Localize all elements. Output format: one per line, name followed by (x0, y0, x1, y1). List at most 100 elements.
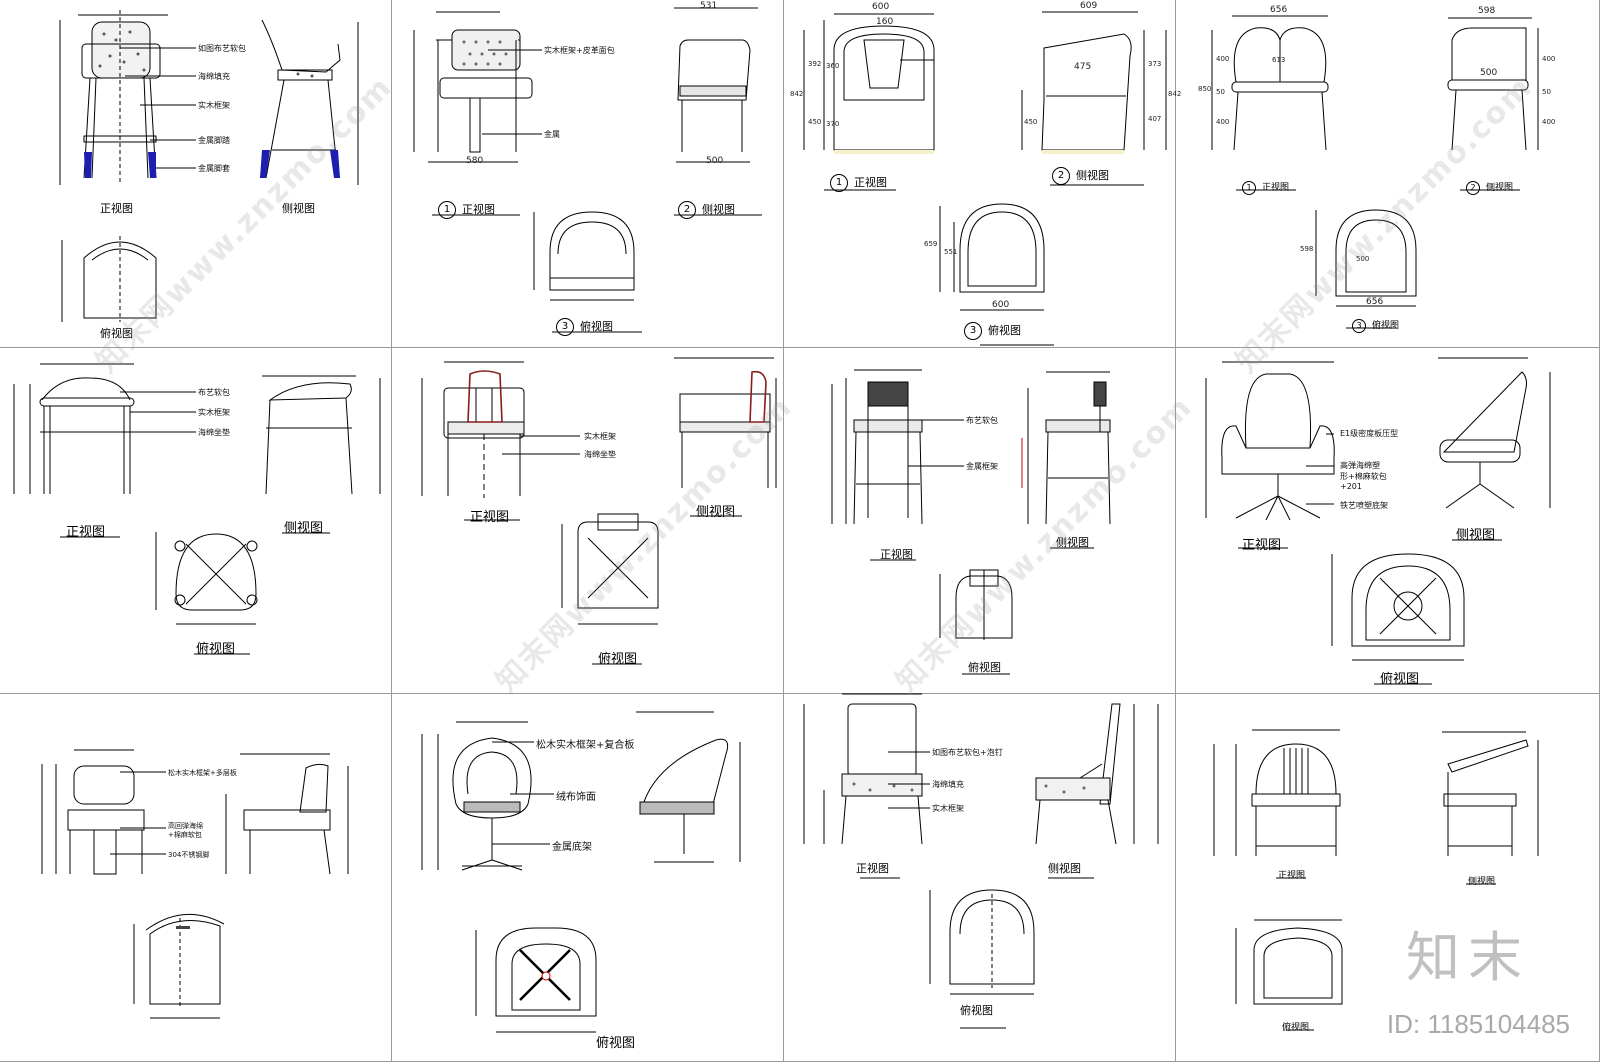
note: 松木实木框架+复合板 (536, 740, 635, 751)
dimension: 50 (1542, 88, 1551, 96)
view-label-top: 俯视图 (596, 1036, 636, 1051)
dimension: 842 (790, 90, 804, 98)
chair-10-drawing (421, 711, 741, 1033)
note: 绒布饰面 (556, 792, 596, 803)
view-label-side: 侧视图 (696, 505, 736, 520)
asset-id: ID: 1185104485 (1386, 1009, 1570, 1039)
view-label-side: 侧视图 (1056, 536, 1089, 549)
view-index: 2 (1466, 180, 1480, 195)
note: 海绵坐垫 (198, 428, 230, 437)
dimension: 656 (1366, 297, 1384, 307)
dimension: 450 (808, 118, 822, 126)
view-index: 3 (556, 318, 574, 336)
chair-cell-4: 656 613 598 500 850 400 50 400 400 50 40… (1176, 0, 1600, 348)
view-label-front: 正视图 (470, 510, 510, 525)
view-label-front: 正视图 (100, 202, 133, 215)
dimension: 500 (1356, 255, 1370, 263)
note: 实木框架 (198, 408, 230, 417)
view-label-side: 侧视图 (1468, 877, 1496, 887)
chair-12-drawing (1213, 729, 1539, 1031)
dimension: 475 (1074, 62, 1092, 72)
chair-cell-10: 松木实木框架+复合板 绒布饰面 金属底架 (392, 694, 784, 1062)
chair-2-drawing (413, 7, 762, 333)
view-label-front: 正视图 (1278, 871, 1306, 881)
note: +201 (1340, 482, 1362, 491)
dimension: 659 (924, 240, 938, 248)
dimension: 598 (1478, 6, 1496, 16)
note: 布艺软包 (198, 388, 230, 397)
chair-cell-6: 实木框架 海绵坐垫 正视图 侧视图 俯视图 (392, 348, 784, 694)
view-index: 2 (678, 201, 696, 219)
note: 海绵填充 (932, 780, 964, 789)
chair-cell-9: 松木实木框架+多层板 高回弹海绵 +棉麻软包 304不锈钢脚 (0, 694, 392, 1062)
view-label-front: 正视图 (1242, 538, 1282, 553)
chair-9-drawing (41, 749, 349, 1019)
note: 布艺软包 (966, 416, 998, 425)
view-index: 3 (964, 322, 982, 340)
note: 铁艺喷塑底架 (1340, 501, 1388, 510)
note: 高回弹海绵 (168, 822, 203, 830)
view-label-top: 俯视图 (196, 642, 236, 657)
dimension: 407 (1148, 115, 1162, 123)
note: 实木框架+皮革面包 (544, 46, 615, 55)
note: 金属 (544, 130, 560, 139)
note: 如图布艺软包+泡钉 (932, 748, 1003, 757)
dimension: 613 (1272, 56, 1286, 64)
dimension: 850 (1198, 85, 1212, 93)
dimension: 360 (826, 62, 840, 70)
view-label-front: 正视图 (66, 525, 106, 540)
note: 金属脚踏 (198, 136, 230, 145)
view-label-top: 俯视图 (100, 327, 133, 340)
dimension: 370 (826, 120, 840, 128)
dimension: 50 (1216, 88, 1225, 96)
note: 实木框架 (198, 101, 230, 110)
brand-logo: 知末 (1406, 926, 1530, 989)
chair-cell-8: E1级密度板压型 高弹海绵塑 形+棉麻软包 +201 铁艺喷塑底架 正视图 侧视… (1176, 348, 1600, 694)
dimension: 373 (1148, 60, 1162, 68)
dimension: 400 (1542, 55, 1556, 63)
view-label-front: 正视图 (856, 862, 889, 875)
view-label-top: 俯视图 (968, 661, 1001, 674)
view-label-side: 侧视图 (282, 202, 315, 215)
dimension: 500 (1480, 68, 1498, 78)
note: 实木框架 (932, 804, 964, 813)
view-index: 1 (438, 201, 456, 219)
chair-3-drawing (803, 11, 1167, 346)
dimension: 400 (1216, 118, 1230, 126)
chair-cell-7: 布艺软包 金属框架 正视图 侧视图 俯视图 (784, 348, 1176, 694)
view-index: 1 (1242, 180, 1256, 195)
chair-cell-11: 如图布艺软包+泡钉 海绵填充 实木框架 正视图 侧视图 俯视图 (784, 693, 1176, 1062)
dimension: 450 (1024, 118, 1038, 126)
chair-cell-1: 如图布艺软包 海绵填充 实木框架 金属脚踏 金属脚套 正视图 侧视图 俯视图 (0, 0, 392, 348)
dimension: 400 (1216, 55, 1230, 63)
note: 海绵填充 (198, 72, 230, 81)
view-label-top: 俯视图 (1380, 672, 1420, 687)
chair-11-drawing (803, 693, 1159, 1029)
dimension: 500 (706, 156, 724, 166)
dimension: 160 (876, 17, 894, 27)
note: 实木框架 (584, 432, 616, 441)
note: +棉麻软包 (168, 831, 202, 839)
chair-6-drawing (421, 357, 777, 665)
dimension: 580 (466, 156, 484, 166)
chair-cell-12: 正视图 侧视图 俯视图 (1176, 694, 1600, 1062)
dimension: 609 (1080, 1, 1098, 11)
view-label-top: 俯视图 (598, 652, 638, 667)
chair-1-drawing (59, 10, 359, 322)
note: 304不锈钢脚 (168, 851, 210, 859)
note: 松木实木框架+多层板 (168, 769, 237, 777)
chair-cell-5: 布艺软包 实木框架 海绵坐垫 正视图 侧视图 俯视图 (0, 348, 392, 694)
dimension: 392 (808, 60, 822, 68)
note: E1级密度板压型 (1340, 429, 1399, 438)
view-label-side: 侧视图 (284, 521, 324, 536)
dimension: 551 (944, 248, 958, 256)
